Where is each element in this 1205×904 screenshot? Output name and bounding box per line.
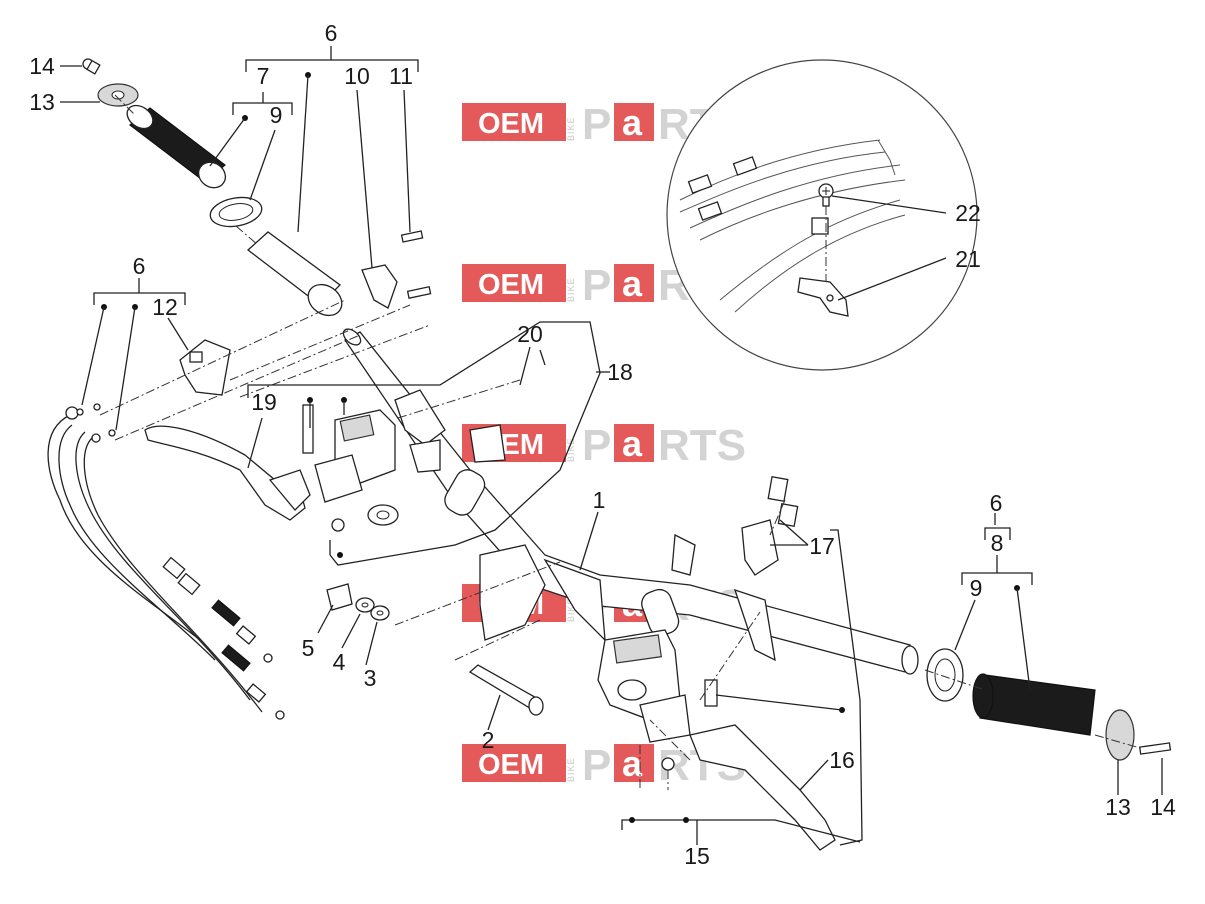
leader-lines [60,46,1163,846]
small-fasteners [326,583,544,716]
left-grip-assembly [82,58,432,317]
watermark-bike-text: BIKE [566,437,576,462]
callout-11: 11 [389,63,413,89]
watermark-p-text: P [582,261,611,310]
callout-17: 17 [809,533,835,559]
callout-2: 2 [482,727,495,753]
watermark-oem-text: OEM [478,749,544,781]
callout-14-top: 14 [29,53,55,79]
watermark-a-text: a [622,102,643,143]
callout-20: 20 [517,321,543,347]
watermark-p-text: P [582,100,611,149]
callout-21: 21 [955,246,981,272]
watermark-a-text: a [622,263,643,304]
callout-3: 3 [364,665,377,691]
watermark-3: OEM BIKE P a RTS [462,421,746,470]
cable-assembly [47,403,285,720]
callout-19: 19 [251,389,277,415]
callout-16: 16 [829,747,855,773]
detail-inset [666,59,978,371]
right-clamp-assembly [741,476,799,576]
callout-10: 10 [344,63,370,89]
watermark-a-text: a [622,743,643,784]
right-master-cylinder [597,629,836,851]
right-grip-assembly [926,648,1172,761]
callout-1: 1 [593,487,606,513]
handlebar [342,328,919,675]
watermark-oem-text: OEM [478,108,544,140]
watermark-a-text: a [622,423,643,464]
watermark-rts-text: RTS [658,421,746,470]
assembly-lines [99,94,1141,790]
callout-9-top: 9 [270,102,283,128]
watermark-p-text: P [582,421,611,470]
left-brake-lever [144,425,311,521]
callout-6-right: 6 [990,490,1003,516]
callout-15: 15 [684,843,710,869]
callout-14-right: 14 [1150,794,1176,820]
callout-8: 8 [991,530,1004,556]
left-master-cylinder [302,404,399,532]
watermark-bike-text: BIKE [566,277,576,302]
callout-13-top: 13 [29,89,55,115]
callout-13-right: 13 [1105,794,1131,820]
watermark-bike-text: BIKE [566,116,576,141]
callout-9-right: 9 [970,575,983,601]
callout-4: 4 [333,649,346,675]
callout-5: 5 [302,635,315,661]
callout-18: 18 [607,359,633,385]
callout-labels: 6 7 10 11 14 13 9 6 12 20 18 19 22 21 1 … [29,20,1176,869]
watermark-bike-text: BIKE [566,757,576,782]
callout-6-left: 6 [133,253,146,279]
watermark-bike-text: BIKE [566,597,576,622]
callout-7: 7 [257,63,270,89]
watermark-oem-text: OEM [478,269,544,301]
callout-12: 12 [152,294,178,320]
callout-22: 22 [955,200,981,226]
callout-6-top: 6 [325,20,338,46]
watermark-p-text: P [582,741,611,790]
